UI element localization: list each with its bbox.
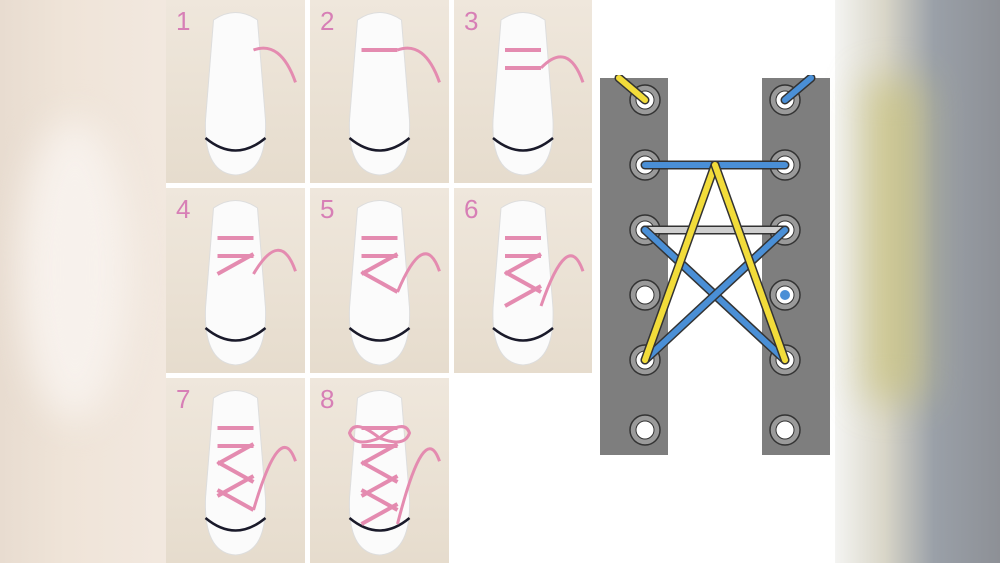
sneaker-shape (204, 200, 267, 366)
sneaker-shape (204, 12, 267, 176)
step-number: 8 (320, 384, 335, 414)
sneaker-sole-line (348, 327, 411, 342)
step-photo-4: 4 (166, 188, 305, 373)
step-number: 1 (176, 6, 191, 36)
step-number: 6 (464, 194, 479, 224)
star-lacing-diagram (600, 75, 830, 455)
step-number: 4 (176, 194, 191, 224)
step-photo-8: 8 (310, 378, 449, 563)
blurred-background-right (835, 0, 1000, 563)
loose-lace-end (252, 46, 297, 83)
lace-segment (360, 270, 399, 294)
sneaker-sole-line (204, 517, 267, 532)
step-number: 3 (464, 6, 479, 36)
step-number: 5 (320, 194, 335, 224)
sneaker-shape (348, 12, 411, 176)
sneaker-sole-line (204, 137, 267, 152)
bow-icon (347, 425, 412, 444)
blurred-background-left (0, 0, 166, 563)
blue-lace-end (780, 290, 790, 300)
loose-lace-end (396, 447, 441, 525)
loose-lace-end (396, 46, 441, 83)
step-number: 2 (320, 6, 335, 36)
sneaker-shape (492, 12, 554, 176)
loose-lace-end (539, 254, 585, 307)
left-eyelet-strip (600, 78, 668, 455)
step-photo-3: 3 (454, 0, 592, 183)
lace-segment (216, 442, 255, 466)
lace-segment (360, 442, 399, 466)
sneaker-sole-line (348, 137, 411, 152)
sneaker-sole-line (348, 517, 411, 532)
step-photo-7: 7 (166, 378, 305, 563)
step-number: 7 (176, 384, 191, 414)
lace-segment (504, 252, 542, 276)
lace-segment (360, 502, 399, 526)
sneaker-sole-line (492, 327, 554, 342)
sneaker-sole-line (492, 137, 554, 152)
loose-lace-end (252, 446, 297, 511)
lace-segment (216, 488, 255, 512)
lace-segment (216, 252, 255, 276)
loose-lace-end (252, 248, 297, 275)
loose-lace-end (539, 55, 585, 83)
lace-segment (360, 252, 399, 276)
step-photo-2: 2 (310, 0, 449, 183)
step-photo-6: 6 (454, 188, 592, 373)
loose-lace-end (396, 252, 441, 293)
sneaker-sole-line (204, 327, 267, 342)
right-eyelet-strip (762, 78, 830, 455)
step-photo-5: 5 (310, 188, 449, 373)
lace-segment (504, 284, 542, 308)
step-photo-1: 1 (166, 0, 305, 183)
